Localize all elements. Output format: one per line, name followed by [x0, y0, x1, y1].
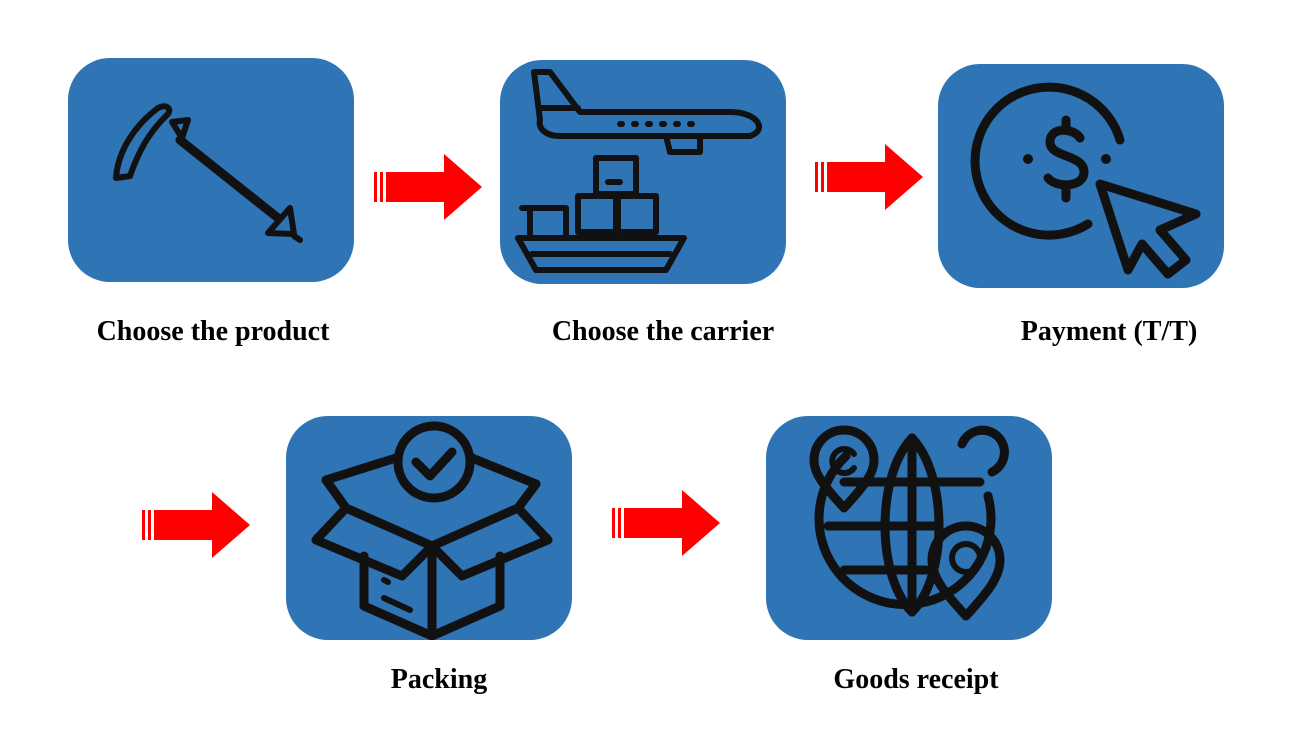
step-card-goods-receipt [766, 416, 1052, 640]
step-label-choose-product: Choose the product [96, 316, 330, 347]
step-label-choose-carrier: Choose the carrier [551, 316, 775, 347]
flow-arrow [815, 142, 925, 212]
globe-location-icon [809, 425, 1009, 621]
step-label-payment: Payment (T/T) [1020, 316, 1198, 347]
step-card-choose-product [68, 58, 354, 282]
step-card-packing [286, 416, 572, 640]
flow-arrow [374, 152, 484, 222]
step-label-packing: Packing [390, 664, 488, 695]
box-check-icon [311, 421, 553, 640]
step-label-goods-receipt: Goods receipt [833, 664, 999, 695]
plane-ship-icon [515, 69, 762, 273]
flow-arrow [612, 488, 722, 558]
dollar-click-icon [970, 82, 1201, 279]
pickaxe-icon [113, 103, 303, 243]
step-card-choose-carrier [500, 60, 786, 284]
flow-arrow [142, 490, 252, 560]
step-card-payment [938, 64, 1224, 288]
